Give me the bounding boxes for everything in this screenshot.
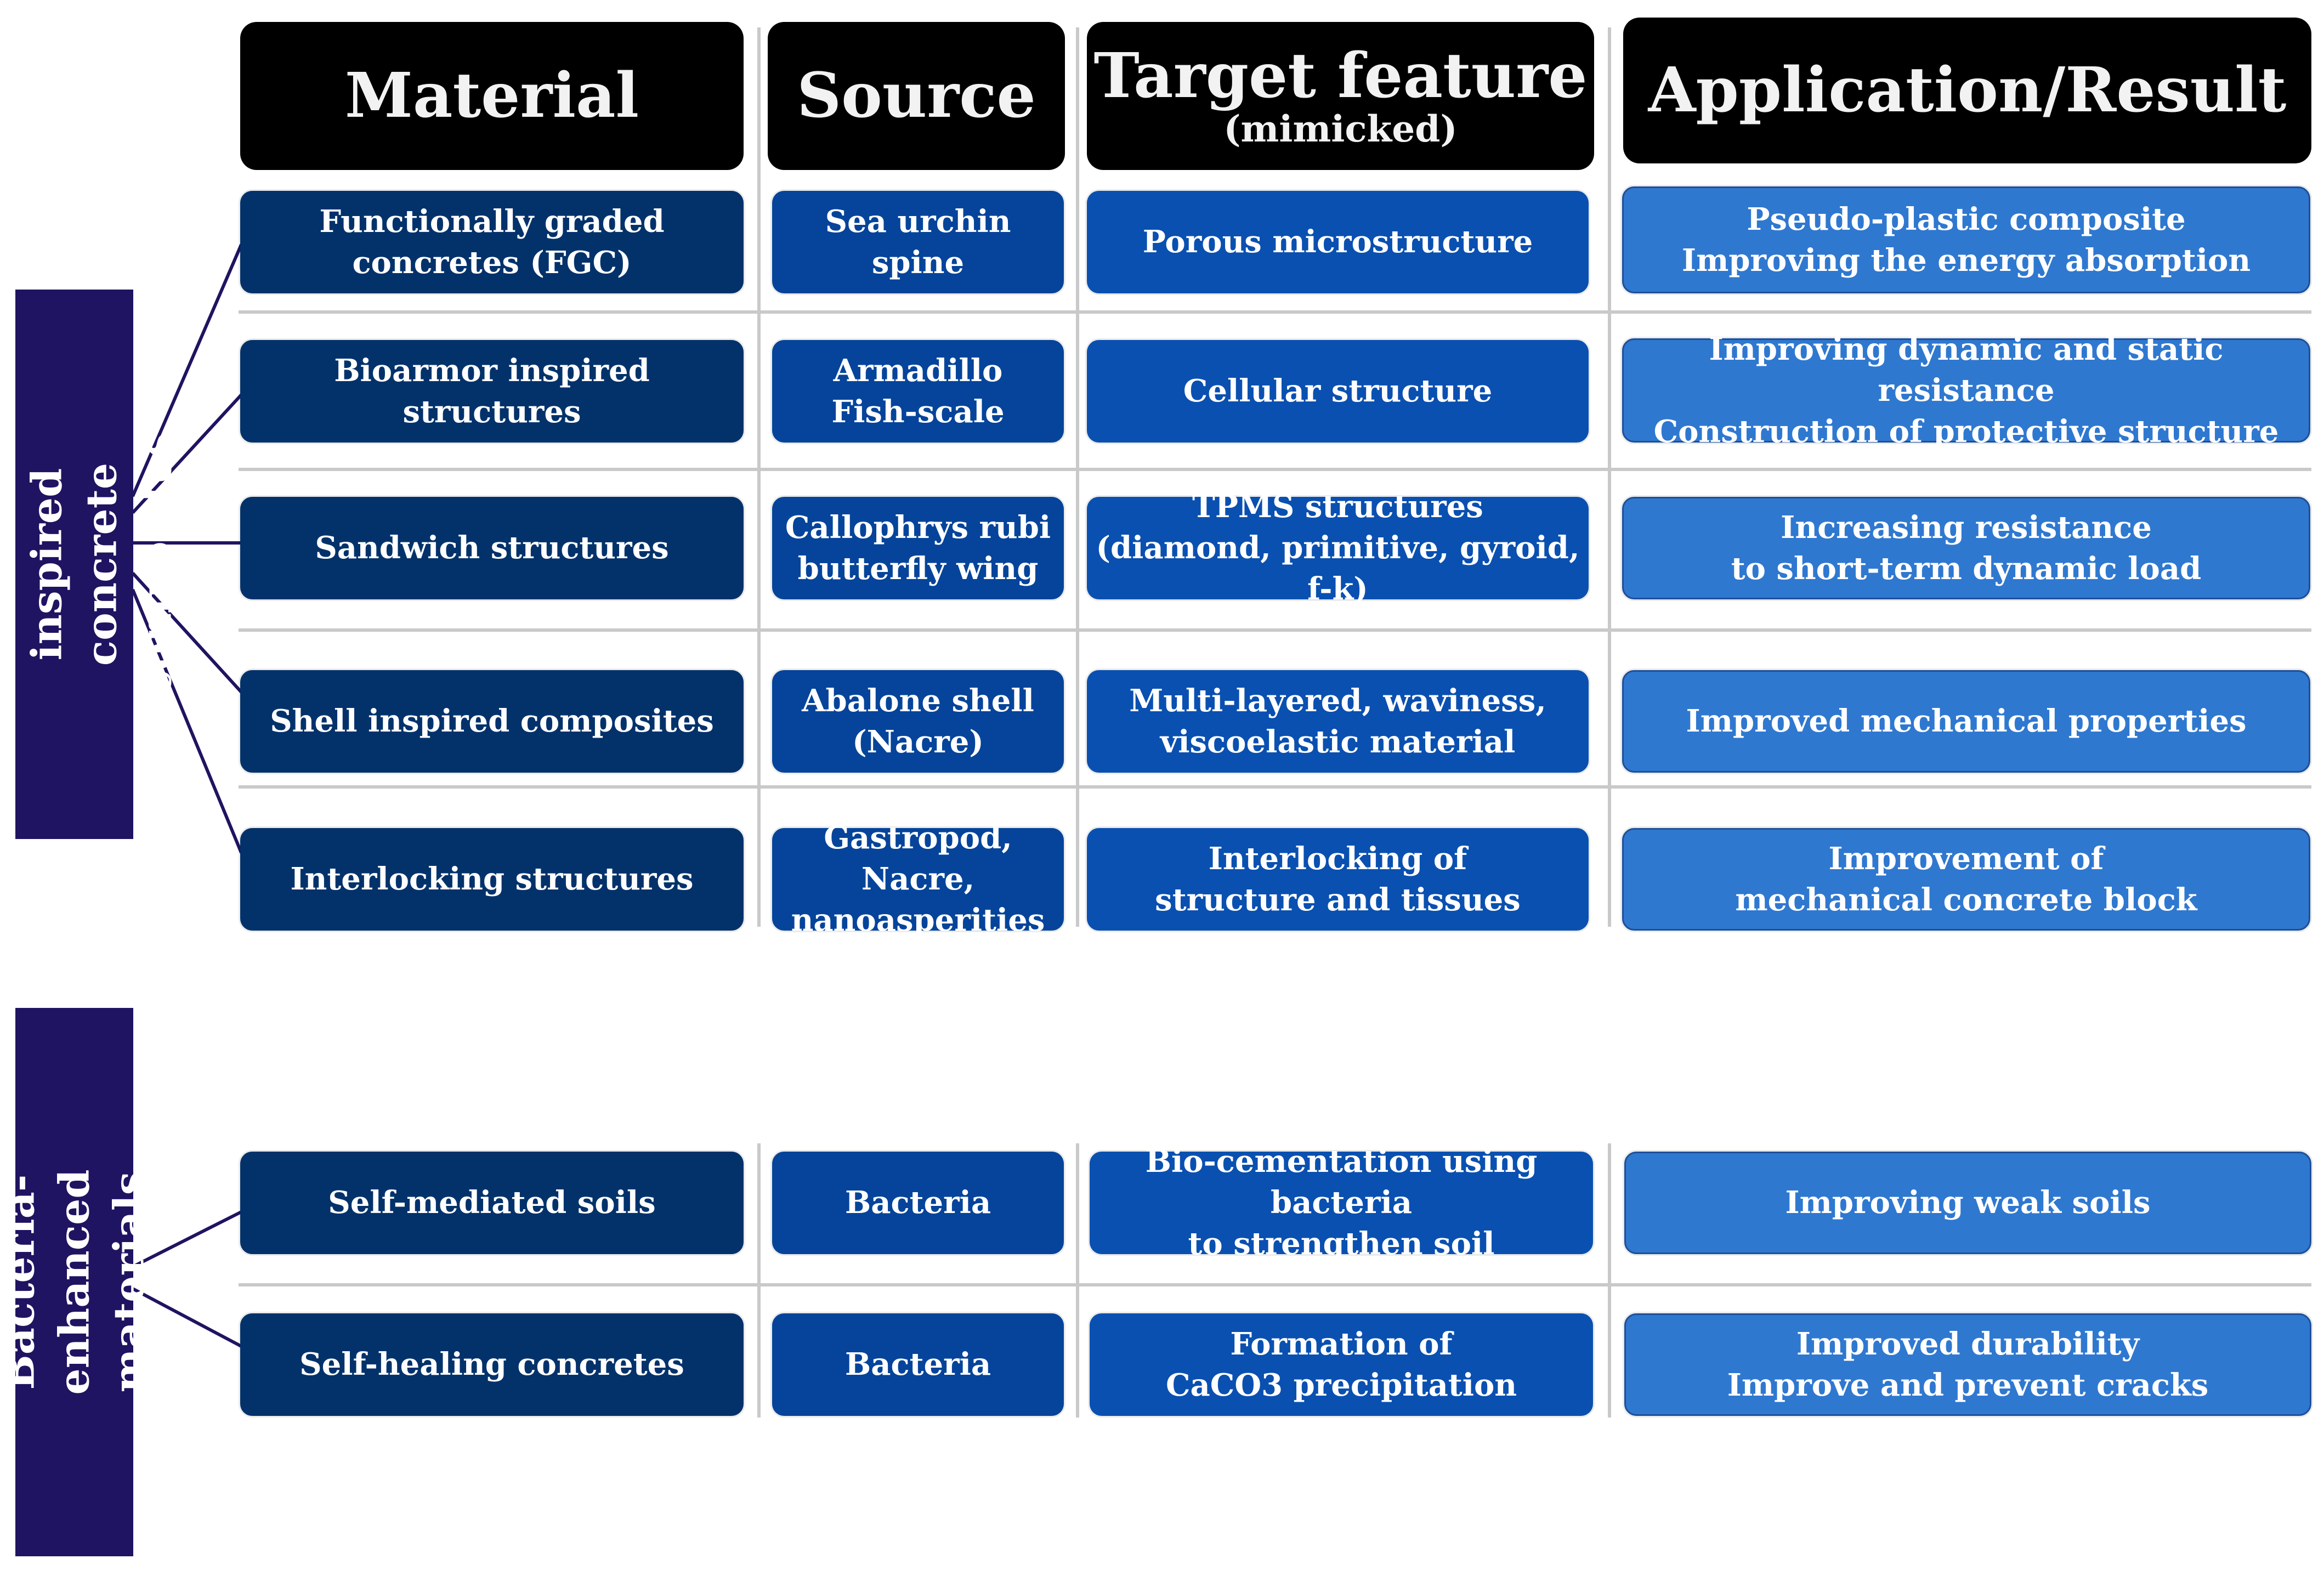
connector-line-interlocking [131, 588, 243, 854]
column-divider [1608, 1143, 1611, 1418]
source-cell: Bacteria [772, 1152, 1064, 1254]
category-bacteria-enhanced-label: Bacteria-enhanced materials [0, 1169, 154, 1395]
source-cell: Gastropod, Nacre, nanoasperities [772, 820, 1064, 938]
source-cell: Sea urchin spine [772, 191, 1064, 293]
row-divider [239, 1283, 2311, 1286]
connector-line-shell [131, 571, 243, 694]
header-target-feature-sub: (mimicked) [1223, 107, 1458, 151]
source-cell: Abalone shell (Nacre) [772, 670, 1064, 773]
column-divider [1076, 27, 1079, 927]
material-cell: Shell inspired composites [240, 670, 744, 773]
material-cell: Self-mediated soils [240, 1152, 744, 1254]
material-cell: Interlocking structures [240, 828, 744, 931]
feature-cell: Interlocking of structure and tissues [1087, 828, 1589, 931]
row-divider [239, 628, 2311, 632]
header-target-feature-label: Target feature [1093, 39, 1588, 112]
row-divider [239, 785, 2311, 789]
category-bio-inspired-label: Bio-inspired concrete composites [0, 433, 181, 696]
header-target-feature: Target feature (mimicked) [1087, 22, 1594, 170]
header-application-label: Application/Result [1648, 54, 2287, 127]
feature-cell: TPMS structures (diamond, primitive, gyr… [1087, 489, 1589, 607]
result-cell: Improvement of mechanical concrete block [1622, 828, 2310, 931]
result-cell: Increasing resistance to short-term dyna… [1622, 497, 2310, 599]
header-application: Application/Result [1623, 18, 2311, 163]
feature-cell: Cellular structure [1087, 340, 1589, 443]
connector-line-fgc [131, 243, 243, 497]
category-bio-inspired: Bio-inspired concrete composites [0, 290, 181, 839]
source-cell: Bacteria [772, 1313, 1064, 1416]
source-cell: Armadillo Fish-scale [772, 340, 1064, 443]
feature-cell: Formation of CaCO3 precipitation [1090, 1313, 1593, 1416]
feature-cell: Multi-layered, waviness, viscoelastic ma… [1087, 670, 1589, 773]
column-divider [1076, 1143, 1079, 1418]
result-cell: Improved mechanical properties [1622, 670, 2310, 773]
connector-line-bioarmor [131, 393, 243, 514]
feature-cell: Porous microstructure [1087, 191, 1589, 293]
result-cell: Improved durability Improve and prevent … [1624, 1313, 2311, 1416]
connector-line-self-mediated [132, 1210, 242, 1268]
header-source: Source [768, 22, 1065, 170]
column-divider [757, 1143, 761, 1418]
result-cell: Improving dynamic and static resistance … [1622, 331, 2310, 450]
result-cell: Improving weak soils [1624, 1152, 2311, 1254]
row-divider [239, 468, 2311, 471]
result-cell: Pseudo-plastic composite Improving the e… [1622, 186, 2310, 293]
material-cell: Bioarmor inspired structures [240, 340, 744, 443]
row-divider [239, 310, 2311, 314]
column-divider [1608, 27, 1611, 927]
header-material: Material [240, 22, 744, 170]
feature-cell: Bio-cementation using bacteria to streng… [1090, 1143, 1593, 1262]
material-cell: Functionally graded concretes (FGC) [240, 191, 744, 293]
connector-line-self-healing [132, 1287, 242, 1348]
header-source-label: Source [797, 60, 1036, 132]
header-material-label: Material [344, 60, 639, 132]
category-bacteria-enhanced: Bacteria-enhanced materials [0, 1008, 154, 1556]
source-cell: Callophrys rubi butterfly wing [772, 497, 1064, 599]
column-divider [757, 27, 761, 927]
material-cell: Self-healing concretes [240, 1313, 744, 1416]
material-cell: Sandwich structures [240, 497, 744, 599]
